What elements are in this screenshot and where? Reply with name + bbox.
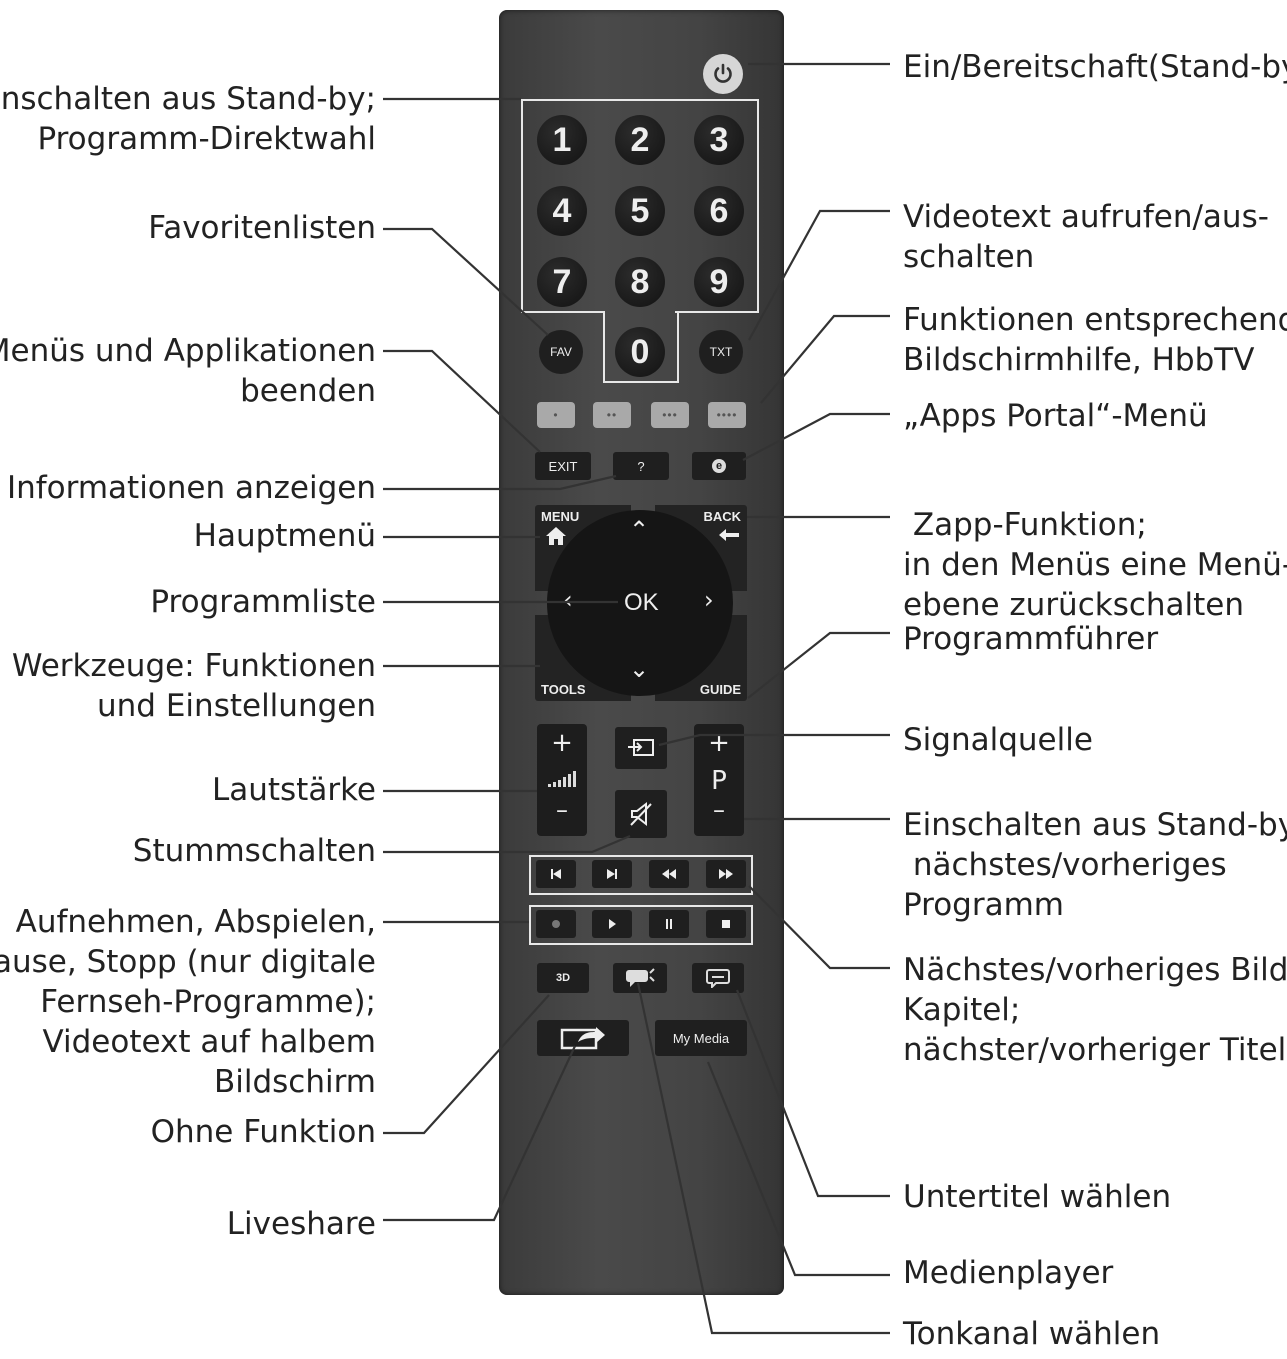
rewind-icon (662, 869, 676, 879)
label-color-functions: Funktionen entsprechend Bildschirmhilfe,… (903, 302, 1287, 378)
label-videotext: Videotext aufrufen/aus- schalten (903, 199, 1269, 275)
power-button[interactable] (703, 54, 743, 94)
label-guide: Programmführer (903, 621, 1159, 657)
number-button-6[interactable]: 6 (694, 186, 744, 236)
label-no-function: Ohne Funktion (150, 1114, 376, 1150)
skip-back-button[interactable] (536, 860, 576, 888)
volume-plus[interactable]: + (551, 728, 573, 758)
color-button-2[interactable]: •• (593, 402, 631, 428)
pause-button[interactable] (649, 910, 689, 938)
label-favorites: Favoritenlisten (148, 210, 376, 246)
guide-label: GUIDE (699, 682, 741, 697)
back-label: BACK (703, 509, 741, 524)
volume-rocker[interactable]: + – (537, 724, 587, 836)
back-arrow-icon (719, 529, 739, 541)
label-numeric-keys: Einschalten aus Stand-by; Programm-Direk… (0, 81, 376, 157)
play-icon (609, 919, 616, 929)
ok-button[interactable]: OK (624, 589, 659, 616)
volume-minus[interactable]: – (556, 796, 568, 824)
rewind-button[interactable] (649, 860, 689, 888)
number-button-2[interactable]: 2 (615, 115, 665, 165)
label-tools: Werkzeuge: Funktionen und Einstellungen (11, 648, 376, 724)
play-button[interactable] (592, 910, 632, 938)
skip-forward-button[interactable] (592, 860, 632, 888)
info-button[interactable]: ? (613, 452, 669, 480)
label-volume: Lautstärke (211, 772, 376, 808)
fast-forward-button[interactable] (706, 860, 746, 888)
liveshare-icon (560, 1027, 605, 1050)
number-button-4[interactable]: 4 (537, 186, 587, 236)
color-button-4[interactable]: •••• (708, 402, 746, 428)
record-icon (552, 920, 560, 928)
apps-icon: e (712, 459, 726, 473)
tools-label: TOOLS (541, 682, 586, 697)
label-main-menu: Hauptmenü (193, 518, 376, 554)
program-minus[interactable]: – (713, 796, 725, 824)
nav-down-arrow-icon[interactable]: ⌄ (629, 655, 650, 683)
fast-forward-icon (719, 869, 733, 879)
pause-icon (666, 919, 672, 929)
label-exit: Menüs und Applikationen beenden (0, 333, 376, 409)
liveshare-button[interactable] (537, 1020, 629, 1056)
label-zapp: Zapp-Funktion; in den Menüs eine Menü- e… (903, 507, 1287, 623)
exit-button[interactable]: EXIT (535, 452, 591, 480)
mute-icon (630, 801, 652, 827)
number-button-8[interactable]: 8 (615, 257, 665, 307)
subtitle-icon (706, 969, 730, 988)
label-liveshare: Liveshare (226, 1206, 376, 1242)
nav-up-arrow-icon[interactable]: ⌃ (629, 516, 650, 544)
number-button-3[interactable]: 3 (694, 115, 744, 165)
number-button-1[interactable]: 1 (537, 115, 587, 165)
skip-back-icon (551, 869, 561, 879)
program-letter: P (711, 766, 727, 796)
stop-button[interactable] (706, 910, 746, 938)
label-audio-channel: Tonkanal wählen (903, 1316, 1161, 1352)
record-button[interactable] (536, 910, 576, 938)
home-icon (546, 527, 566, 545)
audio-button[interactable] (613, 963, 667, 993)
txt-button[interactable]: TXT (699, 330, 743, 374)
subtitle-button[interactable] (692, 963, 744, 993)
my-media-button[interactable]: My Media (655, 1020, 747, 1056)
volume-bars-icon (548, 771, 576, 787)
label-apps-portal: „Apps Portal“-Menü (903, 398, 1208, 434)
label-program-updown: Einschalten aus Stand-by; nächstes/vorhe… (903, 807, 1287, 923)
number-button-7[interactable]: 7 (537, 257, 587, 307)
nav-left-arrow-icon[interactable]: ‹ (563, 586, 573, 614)
mute-button[interactable] (615, 790, 667, 838)
program-plus[interactable]: + (708, 728, 730, 758)
label-mute: Stummschalten (132, 833, 376, 869)
fav-button[interactable]: FAV (539, 330, 583, 374)
label-info: Informationen anzeigen (6, 470, 376, 506)
3d-button[interactable]: 3D (537, 963, 589, 993)
power-icon (714, 63, 732, 83)
menu-label: MENU (541, 509, 580, 524)
source-icon (628, 739, 654, 756)
number-button-9[interactable]: 9 (694, 257, 744, 307)
label-source: Signalquelle (903, 722, 1093, 758)
number-button-5[interactable]: 5 (615, 186, 665, 236)
nav-right-arrow-icon[interactable]: › (704, 586, 714, 614)
program-rocker[interactable]: + P – (694, 724, 744, 836)
apps-button[interactable]: e (692, 452, 746, 480)
number-button-0[interactable]: 0 (615, 327, 665, 377)
stop-icon (722, 920, 730, 928)
skip-forward-icon (607, 869, 617, 879)
label-chapter: Nächstes/vorheriges Bild/ Kapitel; nächs… (903, 952, 1287, 1068)
audio-icon (626, 968, 655, 987)
source-button[interactable] (615, 727, 667, 769)
color-button-3[interactable]: ••• (651, 402, 689, 428)
label-media-player: Medienplayer (903, 1255, 1114, 1291)
color-button-1[interactable]: • (537, 402, 575, 428)
label-record-play: Aufnehmen, Abspielen, Pause, Stopp (nur … (0, 904, 376, 1100)
label-subtitles: Untertitel wählen (903, 1179, 1172, 1215)
label-program-list: Programmliste (150, 584, 376, 620)
label-power: Ein/Bereitschaft(Stand-by). (903, 49, 1287, 85)
